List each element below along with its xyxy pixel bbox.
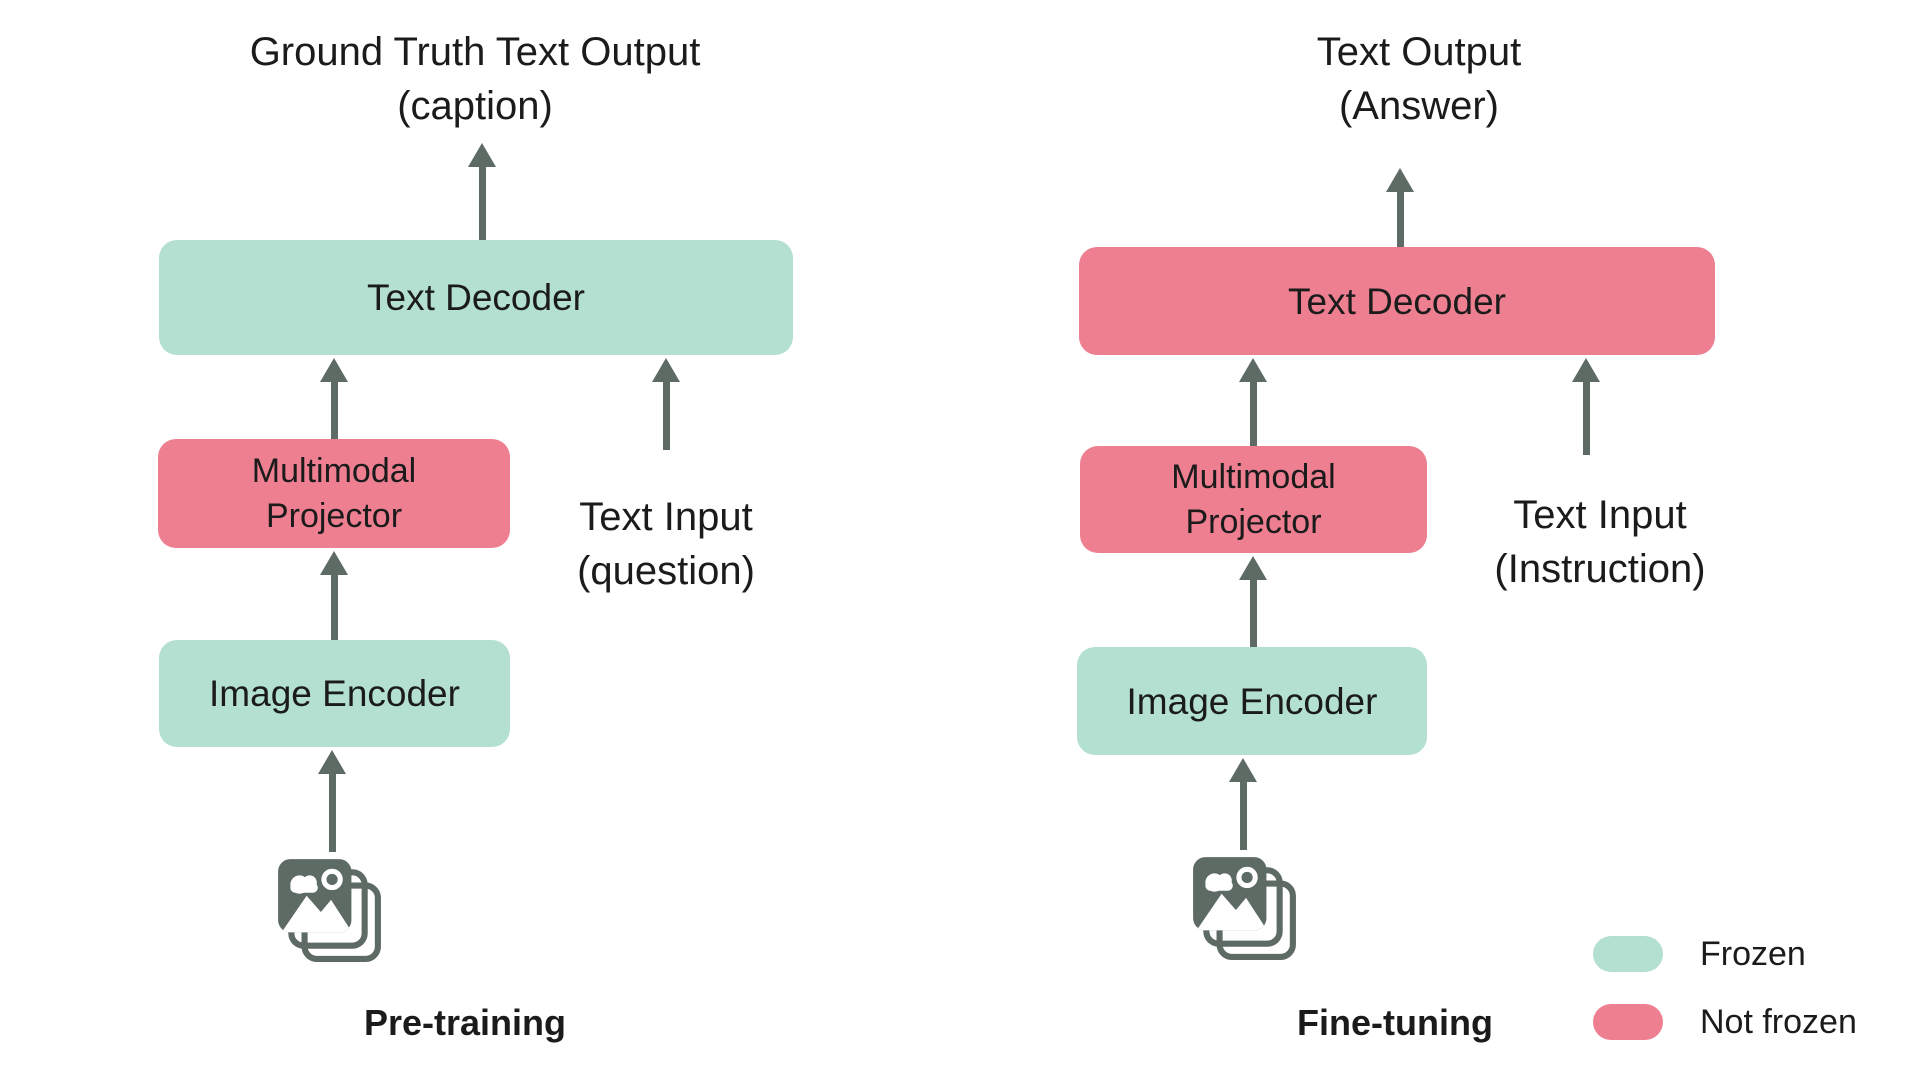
image-encoder-label: Image Encoder [1126, 680, 1378, 722]
text-input-line2: (Instruction) [1494, 547, 1706, 591]
arrow-textinput-to-decoder-left [652, 358, 680, 450]
arrowhead [1229, 758, 1257, 782]
stage-label-finetuning: Fine-tuning [1297, 1002, 1493, 1043]
arrow-stem [662, 382, 670, 450]
output-label-line2: (caption) [397, 84, 553, 128]
cloud-shape [290, 882, 318, 893]
sun-shape [321, 868, 343, 891]
legend-swatch-frozen [1593, 936, 1663, 972]
sun-shape [1236, 866, 1258, 889]
output-label-line1: Ground Truth Text Output [249, 30, 701, 74]
arrow-decoder-to-output-left [468, 143, 496, 240]
arrow-encoder-to-projector-left [320, 551, 348, 640]
text-decoder-label: Text Decoder [367, 277, 585, 318]
arrow-stem [328, 774, 336, 852]
arrowhead [320, 551, 348, 575]
mountain-shape [280, 895, 352, 933]
projector-label-line2: Projector [265, 496, 403, 535]
legend-swatch-not-frozen [1593, 1004, 1663, 1040]
text-input-label-finetuning: Text Input (Instruction) [1420, 488, 1780, 596]
arrowhead [1572, 358, 1600, 382]
arrowhead [1239, 556, 1267, 580]
output-label-finetuning: Text Output (Answer) [1099, 25, 1739, 133]
arrow-textinput-to-decoder-right [1572, 358, 1600, 455]
image-encoder-block-finetuning: Image Encoder [1077, 647, 1427, 755]
projector-label-line2: Projector [1185, 502, 1322, 541]
multimodal-projector-block-finetuning: Multimodal Projector [1080, 446, 1427, 553]
image-encoder-block-pretraining: Image Encoder [159, 640, 510, 747]
arrowhead [468, 143, 496, 167]
arrow-stem [1239, 782, 1247, 850]
arrow-decoder-to-output-right [1386, 168, 1414, 247]
projector-label-line1: Multimodal [1171, 457, 1336, 496]
output-label-line2: (Answer) [1338, 84, 1500, 128]
arrowhead [320, 358, 348, 382]
text-input-line1: Text Input [1513, 493, 1687, 537]
arrow-images-to-encoder-right [1229, 758, 1257, 850]
text-decoder-block-finetuning: Text Decoder [1079, 247, 1715, 355]
mountain-shape [1195, 893, 1267, 931]
legend-label-not-frozen: Not frozen [1700, 1003, 1857, 1041]
text-input-label-pretraining: Text Input (question) [506, 490, 826, 598]
text-input-line1: Text Input [579, 495, 753, 539]
image-encoder-label: Image Encoder [209, 673, 460, 714]
arrowhead [1386, 168, 1414, 192]
arrow-encoder-to-projector-right [1239, 556, 1267, 647]
image-stack-icon [1193, 857, 1296, 960]
legend-label-frozen: Frozen [1700, 935, 1806, 973]
arrow-projector-to-decoder-right [1239, 358, 1267, 446]
arrow-stem [1249, 580, 1257, 647]
stage-label-pretraining: Pre-training [363, 1002, 567, 1043]
projector-label-line1: Multimodal [251, 451, 417, 490]
output-label-pretraining: Ground Truth Text Output (caption) [150, 25, 800, 133]
arrow-stem [1582, 382, 1590, 455]
output-label-line1: Text Output [1316, 30, 1522, 74]
arrow-stem [330, 382, 338, 439]
cloud-shape [1205, 880, 1233, 891]
arrow-stem [1396, 192, 1404, 247]
text-decoder-block-pretraining: Text Decoder [159, 240, 793, 355]
arrow-stem [330, 575, 338, 640]
arrow-projector-to-decoder-left [320, 358, 348, 439]
arrow-images-to-encoder-left [318, 750, 346, 852]
arrowhead [318, 750, 346, 774]
arrow-stem [478, 167, 486, 240]
arrow-stem [1249, 382, 1257, 446]
text-decoder-label: Text Decoder [1288, 280, 1506, 322]
image-stack-icon [278, 859, 381, 962]
arrowhead [1239, 358, 1267, 382]
multimodal-projector-block-pretraining: Multimodal Projector [158, 439, 510, 548]
arrowhead [652, 358, 680, 382]
text-input-line2: (question) [577, 549, 755, 593]
